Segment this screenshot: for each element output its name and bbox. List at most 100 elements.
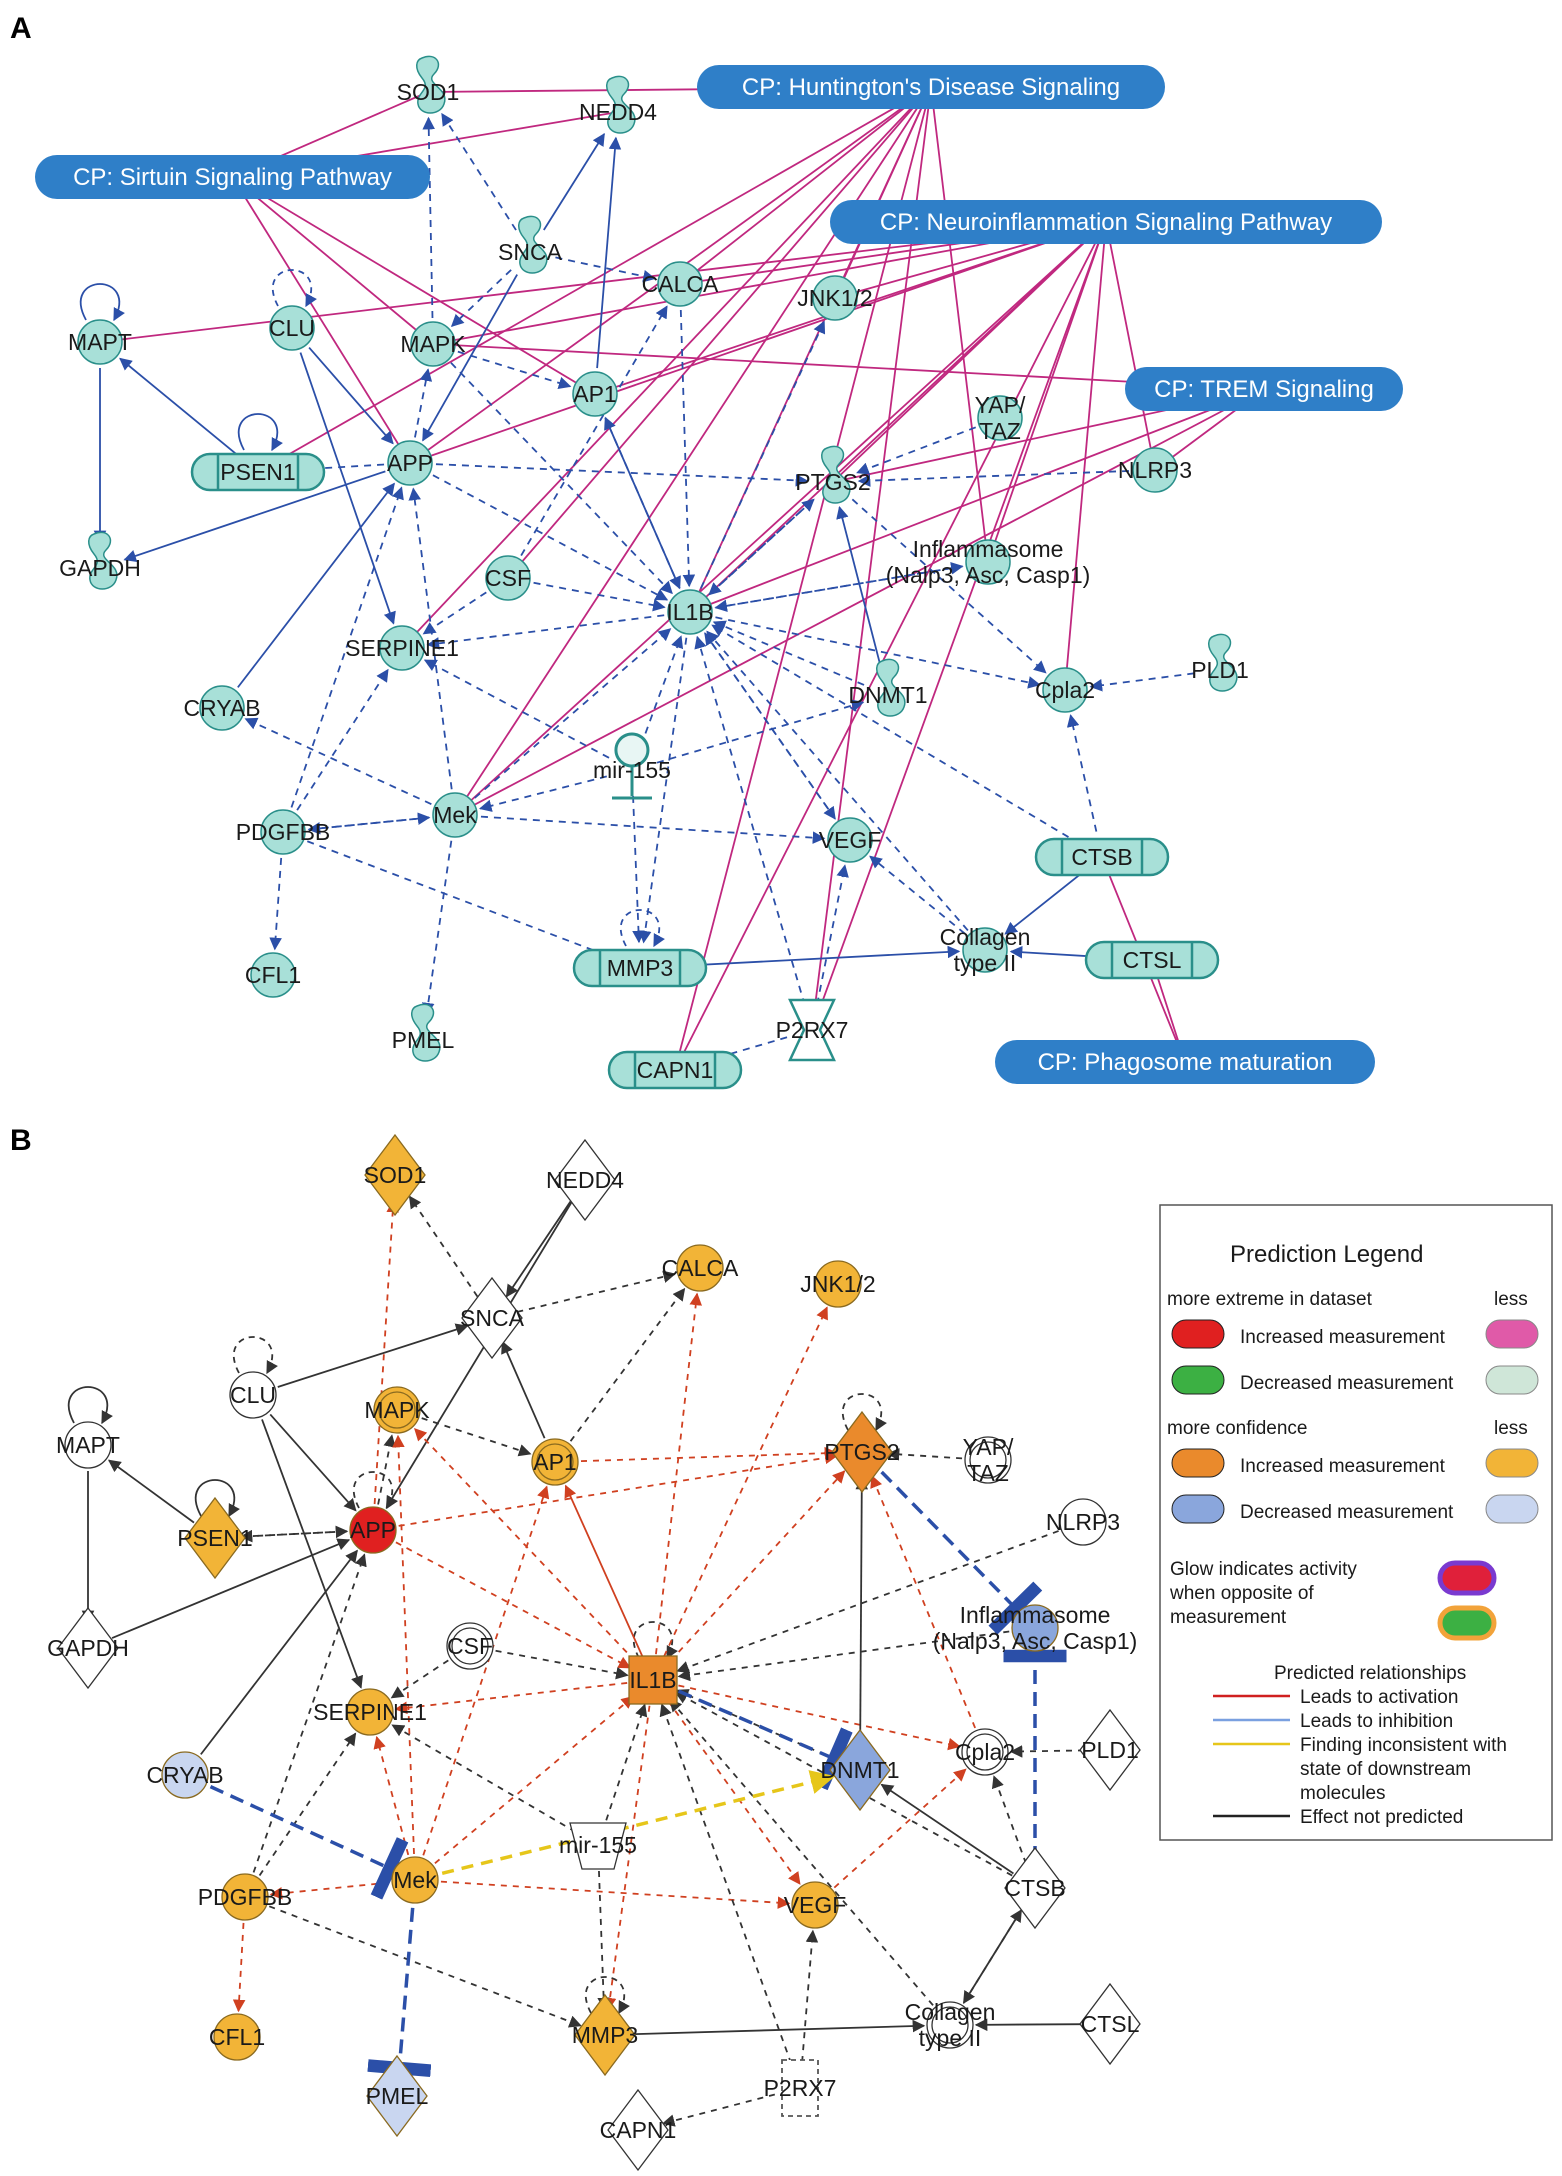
node-a-p2rx7[interactable]: P2RX7 (776, 998, 849, 1062)
node-a-pdgfbb[interactable]: PDGFBB (236, 809, 331, 855)
node-a-nedd4[interactable]: NEDD4 (579, 75, 657, 134)
node-b-p2rx7[interactable]: P2RX7 (764, 2059, 837, 2117)
interaction-edge (974, 2018, 1085, 2032)
node-a-infl[interactable]: Inflammasome(Nalp3, Asc, Casp1) (886, 536, 1091, 588)
node-b-cfl1[interactable]: CFL1 (209, 2013, 265, 2061)
node-a-ptgs2-shape (821, 445, 851, 504)
node-b-ctsb[interactable]: CTSB (1004, 1846, 1066, 1930)
node-a-jnk[interactable]: JNK1/2 (797, 275, 873, 321)
node-a-ap1[interactable]: AP1 (572, 371, 618, 417)
node-b-clu[interactable]: CLU (229, 1371, 277, 1419)
node-b-infl[interactable]: Inflammasome(Nalp3, Asc, Casp1) (933, 1602, 1138, 1654)
node-b-cryab-shape (161, 1751, 209, 1799)
node-a-pmel[interactable]: PMEL (392, 1003, 455, 1062)
node-a-mmp3-shape (572, 948, 708, 988)
pathway-edge (231, 176, 411, 464)
node-a-clu[interactable]: CLU (269, 305, 315, 351)
interaction-edge (408, 487, 453, 790)
node-b-nedd4[interactable]: NEDD4 (546, 1138, 624, 1222)
node-b-il1b[interactable]: IL1B (628, 1655, 678, 1705)
interaction-edge (432, 474, 669, 601)
node-b-ptgs2[interactable]: PTGS2 (824, 1410, 900, 1494)
node-b-cpla2-shape (961, 1728, 1009, 1776)
node-a-vegf[interactable]: VEGF (819, 817, 882, 863)
node-b-app[interactable]: APP (349, 1506, 397, 1554)
interaction-edge (240, 1525, 349, 1539)
node-a-pld1[interactable]: PLD1 (1191, 633, 1249, 692)
node-a-csf[interactable]: CSF (485, 555, 531, 601)
node-b-nlrp3[interactable]: NLRP3 (1046, 1498, 1120, 1546)
node-a-app[interactable]: APP (387, 440, 433, 486)
node-a-ptgs2[interactable]: PTGS2 (795, 445, 871, 504)
node-b-mapt[interactable]: MAPT (56, 1421, 120, 1469)
interaction-edge (836, 505, 883, 671)
node-b-snca[interactable]: SNCA (460, 1276, 525, 1360)
node-a-serpine1[interactable]: SERPINE1 (345, 625, 459, 671)
node-a-psen1[interactable]: PSEN1 (190, 452, 326, 492)
node-a-ctsl-label: CTSL (1123, 947, 1182, 973)
inconsistent-edge (441, 1770, 836, 1875)
node-a-nlrp3[interactable]: NLRP3 (1118, 447, 1192, 493)
node-a-cryab[interactable]: CRYAB (183, 685, 261, 731)
node-a-cpla2[interactable]: Cpla2 (1035, 667, 1095, 713)
interaction-edge (119, 357, 239, 457)
node-a-cfl1[interactable]: CFL1 (245, 952, 301, 998)
node-a-yap-shape (977, 395, 1023, 441)
node-a-calca[interactable]: CALCA (642, 261, 719, 307)
swatch-increased-less (1485, 1319, 1539, 1349)
node-a-nlrp3-shape (1132, 447, 1178, 493)
node-b-psen1[interactable]: PSEN1 (177, 1496, 253, 1580)
interaction-edge (268, 1905, 582, 2028)
node-a-ctsl[interactable]: CTSL (1084, 940, 1220, 980)
node-a-yap[interactable]: YAP/TAZ (975, 392, 1026, 444)
node-a-gapdh[interactable]: GAPDH (59, 531, 141, 590)
node-b-serpine1[interactable]: SERPINE1 (313, 1688, 427, 1736)
node-a-cryab-shape (199, 685, 245, 731)
node-a-mapt[interactable]: MAPT (68, 319, 132, 365)
node-a-sod1[interactable]: SOD1 (397, 55, 460, 114)
node-b-mapt-label: MAPT (56, 1432, 120, 1458)
node-a-mek[interactable]: Mek (432, 792, 478, 838)
node-b-gapdh[interactable]: GAPDH (47, 1606, 129, 1690)
node-b-yap[interactable]: YAP/TAZ (963, 1434, 1014, 1486)
node-a-mir155[interactable]: mir-155 (593, 732, 671, 800)
node-b-cpla2[interactable]: Cpla2 (955, 1728, 1015, 1776)
node-b-capn1[interactable]: CAPN1 (600, 2088, 677, 2172)
node-b-mir155[interactable]: mir-155 (559, 1822, 637, 1870)
swatch-increased-extreme (1171, 1319, 1225, 1349)
node-b-mek[interactable]: Mek (391, 1856, 439, 1904)
interaction-edge (543, 132, 605, 231)
node-b-cryab[interactable]: CRYAB (146, 1751, 224, 1799)
node-a-snca[interactable]: SNCA (498, 215, 563, 274)
interaction-edge (395, 1541, 632, 1669)
node-b-mapk[interactable]: MAPK (364, 1386, 430, 1434)
node-b-mmp3[interactable]: MMP3 (572, 1993, 638, 2077)
node-b-ctsl[interactable]: CTSL (1079, 1982, 1141, 2066)
node-b-vegf[interactable]: VEGF (784, 1881, 847, 1929)
node-b-calca[interactable]: CALCA (662, 1244, 739, 1292)
interaction-edge (708, 498, 815, 596)
interaction-edge (1004, 872, 1083, 935)
interaction-edge (450, 269, 512, 327)
node-b-csf[interactable]: CSF (446, 1622, 494, 1670)
node-b-ap1[interactable]: AP1 (531, 1438, 579, 1486)
node-a-mapk[interactable]: MAPK (400, 321, 466, 367)
node-b-pdgfbb[interactable]: PDGFBB (198, 1873, 293, 1921)
node-b-jnk[interactable]: JNK1/2 (800, 1260, 876, 1308)
node-a-ctsb[interactable]: CTSB (1034, 837, 1170, 877)
node-b-dnmt1[interactable]: DNMT1 (820, 1728, 900, 1812)
node-a-dnmt1-shape (876, 658, 906, 717)
node-a-il1b[interactable]: IL1B (666, 589, 714, 635)
node-a-mir155-shape (612, 732, 652, 800)
node-a-capn1[interactable]: CAPN1 (607, 1050, 743, 1090)
node-a-mmp3[interactable]: MMP3 (572, 948, 708, 988)
node-b-pmel[interactable]: PMEL (366, 2054, 429, 2138)
node-a-gapdh-shape (88, 531, 118, 590)
node-b-clu-label: CLU (230, 1382, 276, 1408)
node-b-pld1[interactable]: PLD1 (1079, 1708, 1141, 1792)
node-a-dnmt1[interactable]: DNMT1 (848, 658, 928, 717)
self-loop-edge (79, 283, 125, 322)
node-b-sod1[interactable]: SOD1 (364, 1133, 427, 1217)
